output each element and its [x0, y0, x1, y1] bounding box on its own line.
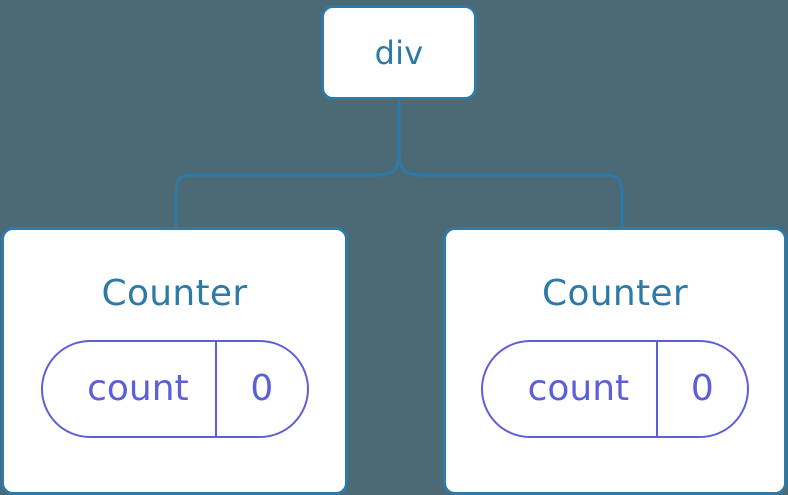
node-component-counter-0[interactable]: Counter count 0 [1, 227, 348, 495]
state-key: count [527, 368, 630, 409]
state-pill[interactable]: count 0 [481, 340, 749, 438]
state-pill[interactable]: count 0 [40, 340, 309, 438]
node-component-counter-1[interactable]: Counter count 0 [443, 227, 787, 495]
root-node-label: div [374, 33, 424, 72]
state-key: count [87, 368, 189, 409]
node-root-div[interactable]: div [321, 5, 477, 100]
component-title: Counter [101, 273, 248, 314]
component-title: Counter [542, 273, 688, 314]
connector-to-child-1 [397, 150, 624, 231]
state-value: 0 [655, 342, 747, 436]
state-value: 0 [215, 342, 306, 436]
connector-to-child-0 [174, 150, 401, 231]
